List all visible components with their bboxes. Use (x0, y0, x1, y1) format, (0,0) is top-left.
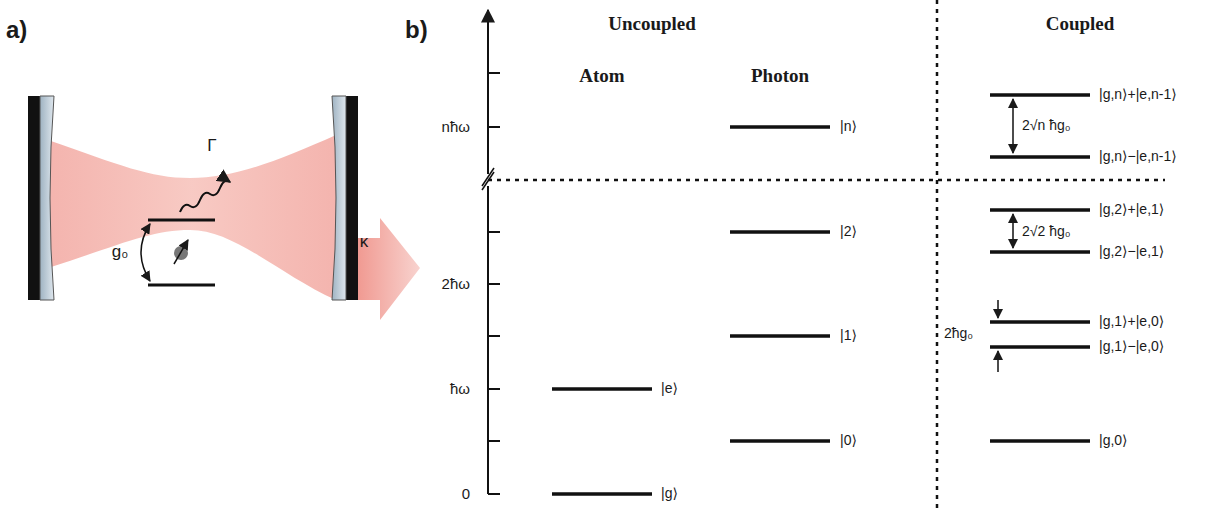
energy-axis (487, 10, 489, 494)
state-label: |g,n⟩−|e,n-1⟩ (1099, 149, 1177, 164)
axis-label: 2ħω (442, 276, 470, 293)
cavity-beam (48, 135, 336, 300)
column-heading: Atom (579, 66, 624, 87)
column-heading: Coupled (1046, 14, 1115, 35)
state-label: |n⟩ (840, 119, 857, 134)
divider (936, 0, 939, 508)
left-mirror (28, 96, 54, 300)
energy-levels (552, 95, 1090, 494)
state-label: |g,2⟩+|e,1⟩ (1099, 202, 1164, 217)
splitting-label: 2√n ħg₀ (1022, 118, 1071, 133)
spin-arrow (174, 240, 188, 264)
splitting-label: 2ħg₀ (944, 326, 973, 341)
state-label: |g,2⟩−|e,1⟩ (1099, 244, 1164, 259)
column-heading: Photon (751, 66, 809, 87)
state-label: |e⟩ (661, 381, 678, 396)
right-mirror (332, 96, 358, 300)
state-label: |0⟩ (840, 433, 857, 448)
atom-level (148, 284, 215, 287)
panel-letter: a) (6, 17, 27, 43)
state-label: |g,1⟩+|e,0⟩ (1099, 314, 1164, 329)
splitting-arrows (998, 99, 1013, 372)
state-label: |2⟩ (840, 224, 857, 239)
column-heading: Uncoupled (608, 14, 696, 35)
state-label: |g,0⟩ (1099, 433, 1128, 448)
splitting-label: 2√2 ħg₀ (1022, 224, 1071, 239)
axis-break (482, 168, 494, 186)
symbol-label: Γ (207, 137, 216, 156)
state-label: |g,n⟩+|e,n-1⟩ (1099, 87, 1177, 102)
emission-wave (180, 181, 230, 212)
panel-letter: b) (405, 17, 428, 43)
axis-label: 0 (462, 486, 470, 503)
atom-level (148, 219, 215, 222)
axis-label: nħω (442, 119, 470, 136)
symbol-label: κ (360, 233, 369, 252)
coupling-arrow (141, 224, 150, 281)
axis-ticks (488, 73, 500, 494)
state-label: |g,1⟩−|e,0⟩ (1099, 339, 1164, 354)
state-label: |g⟩ (661, 486, 678, 501)
state-label: |1⟩ (840, 328, 857, 343)
divider (488, 179, 1165, 182)
axis-label: ħω (450, 381, 470, 398)
symbol-label: g₀ (112, 243, 129, 262)
